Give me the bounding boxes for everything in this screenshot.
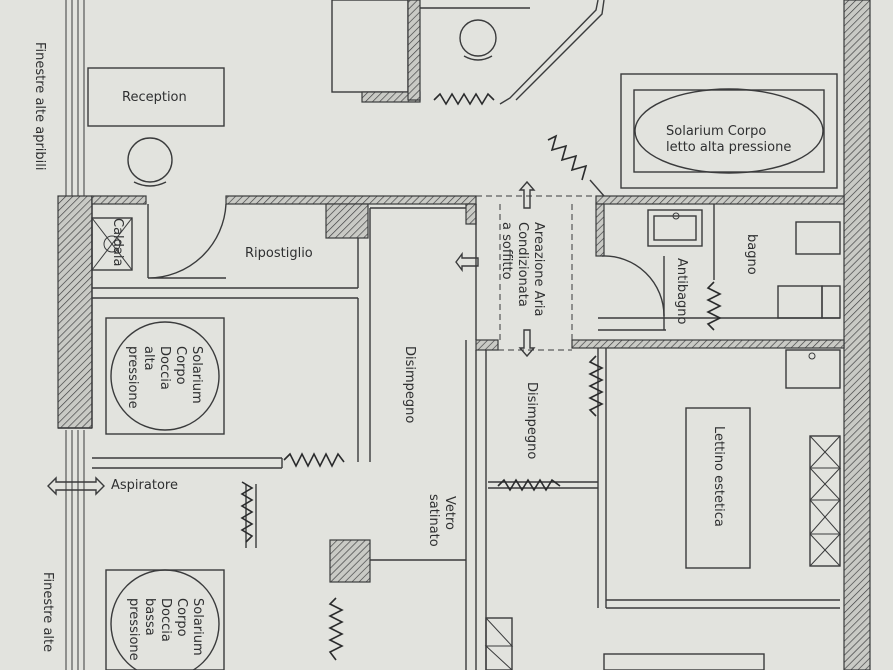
label-bagno: bagno	[744, 234, 759, 275]
label-ripostiglio: Ripostiglio	[245, 246, 313, 261]
label-solarium-alta-2: Corpo	[173, 346, 188, 385]
label-solarium-alta-1: Solarium	[189, 346, 204, 404]
label-solarium-letto-2: letto alta pressione	[666, 140, 791, 155]
label-vetro-1: Vetro	[442, 496, 457, 530]
label-disimpegno-1: Disimpegno	[402, 346, 417, 423]
label-antibagno: Antibagno	[674, 258, 689, 325]
label-disimpegno-2: Disimpegno	[524, 382, 539, 459]
airflow-arrows	[47, 180, 536, 496]
label-areazione-3: a soffitto	[499, 222, 514, 280]
door-swing-top	[547, 134, 588, 181]
exterior-walls	[57, 0, 871, 670]
label-aspiratore: Aspiratore	[111, 478, 178, 493]
door-springs	[240, 281, 722, 661]
doccia-alta	[105, 317, 225, 435]
solarium-letto	[620, 73, 838, 189]
label-solarium-letto-1: Solarium Corpo	[666, 124, 766, 139]
label-windows-top: Finestre alte apribili	[32, 42, 47, 171]
label-solarium-bassa-5: pressione	[126, 598, 141, 661]
label-solarium-bassa-1: Solarium	[190, 598, 205, 656]
label-solarium-bassa-4: bassa	[142, 598, 157, 636]
label-areazione-1: Areazione Aria	[531, 222, 546, 317]
label-solarium-bassa-2: Corpo	[174, 598, 189, 637]
reception-area	[87, 0, 605, 187]
label-caldaia: Caldaia	[110, 218, 125, 266]
label-lettino: Lettino estetica	[711, 426, 726, 527]
label-reception: Reception	[122, 90, 187, 105]
doccia-bassa	[105, 569, 225, 670]
label-solarium-alta-3: Doccia	[157, 346, 172, 390]
label-solarium-bassa-3: Doccia	[158, 598, 173, 642]
label-windows-bottom: Finestre alte	[40, 572, 55, 652]
label-solarium-alta-4: alta	[141, 346, 156, 371]
label-areazione-2: Condizionata	[515, 222, 530, 307]
label-vetro-2: satinato	[426, 494, 441, 547]
label-solarium-alta-5: pressione	[125, 346, 140, 409]
interior-walls	[91, 195, 845, 670]
